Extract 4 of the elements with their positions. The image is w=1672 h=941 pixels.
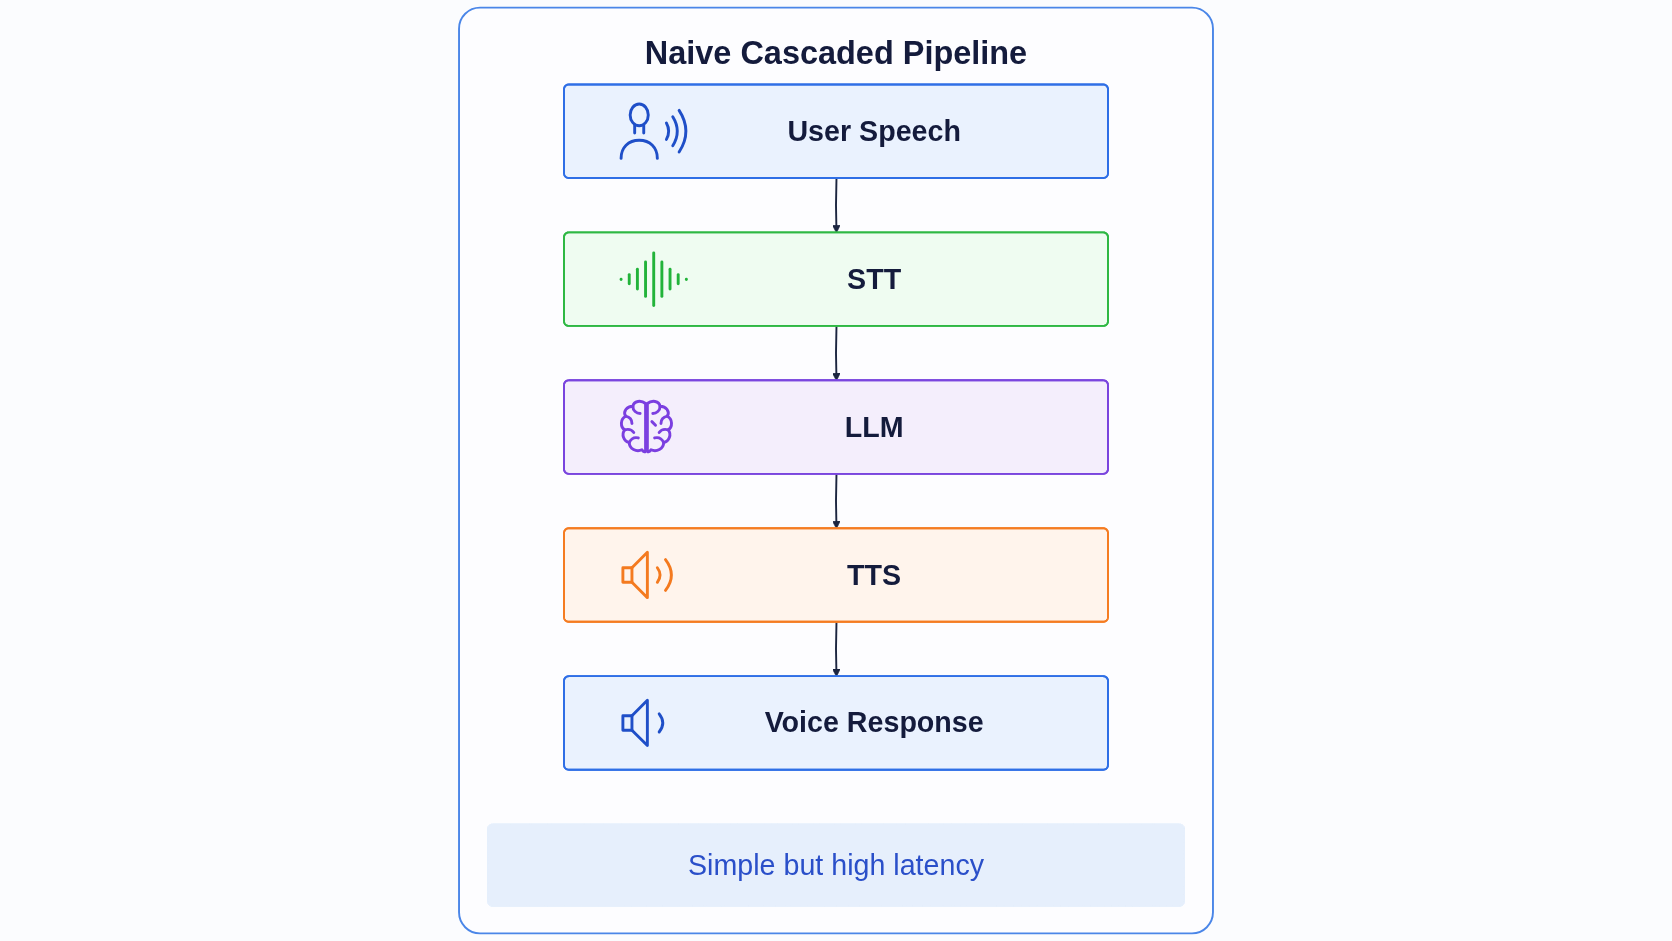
arrow [832,473,841,530]
arrow [832,177,841,234]
arrow [832,621,841,677]
arrow [832,325,841,382]
